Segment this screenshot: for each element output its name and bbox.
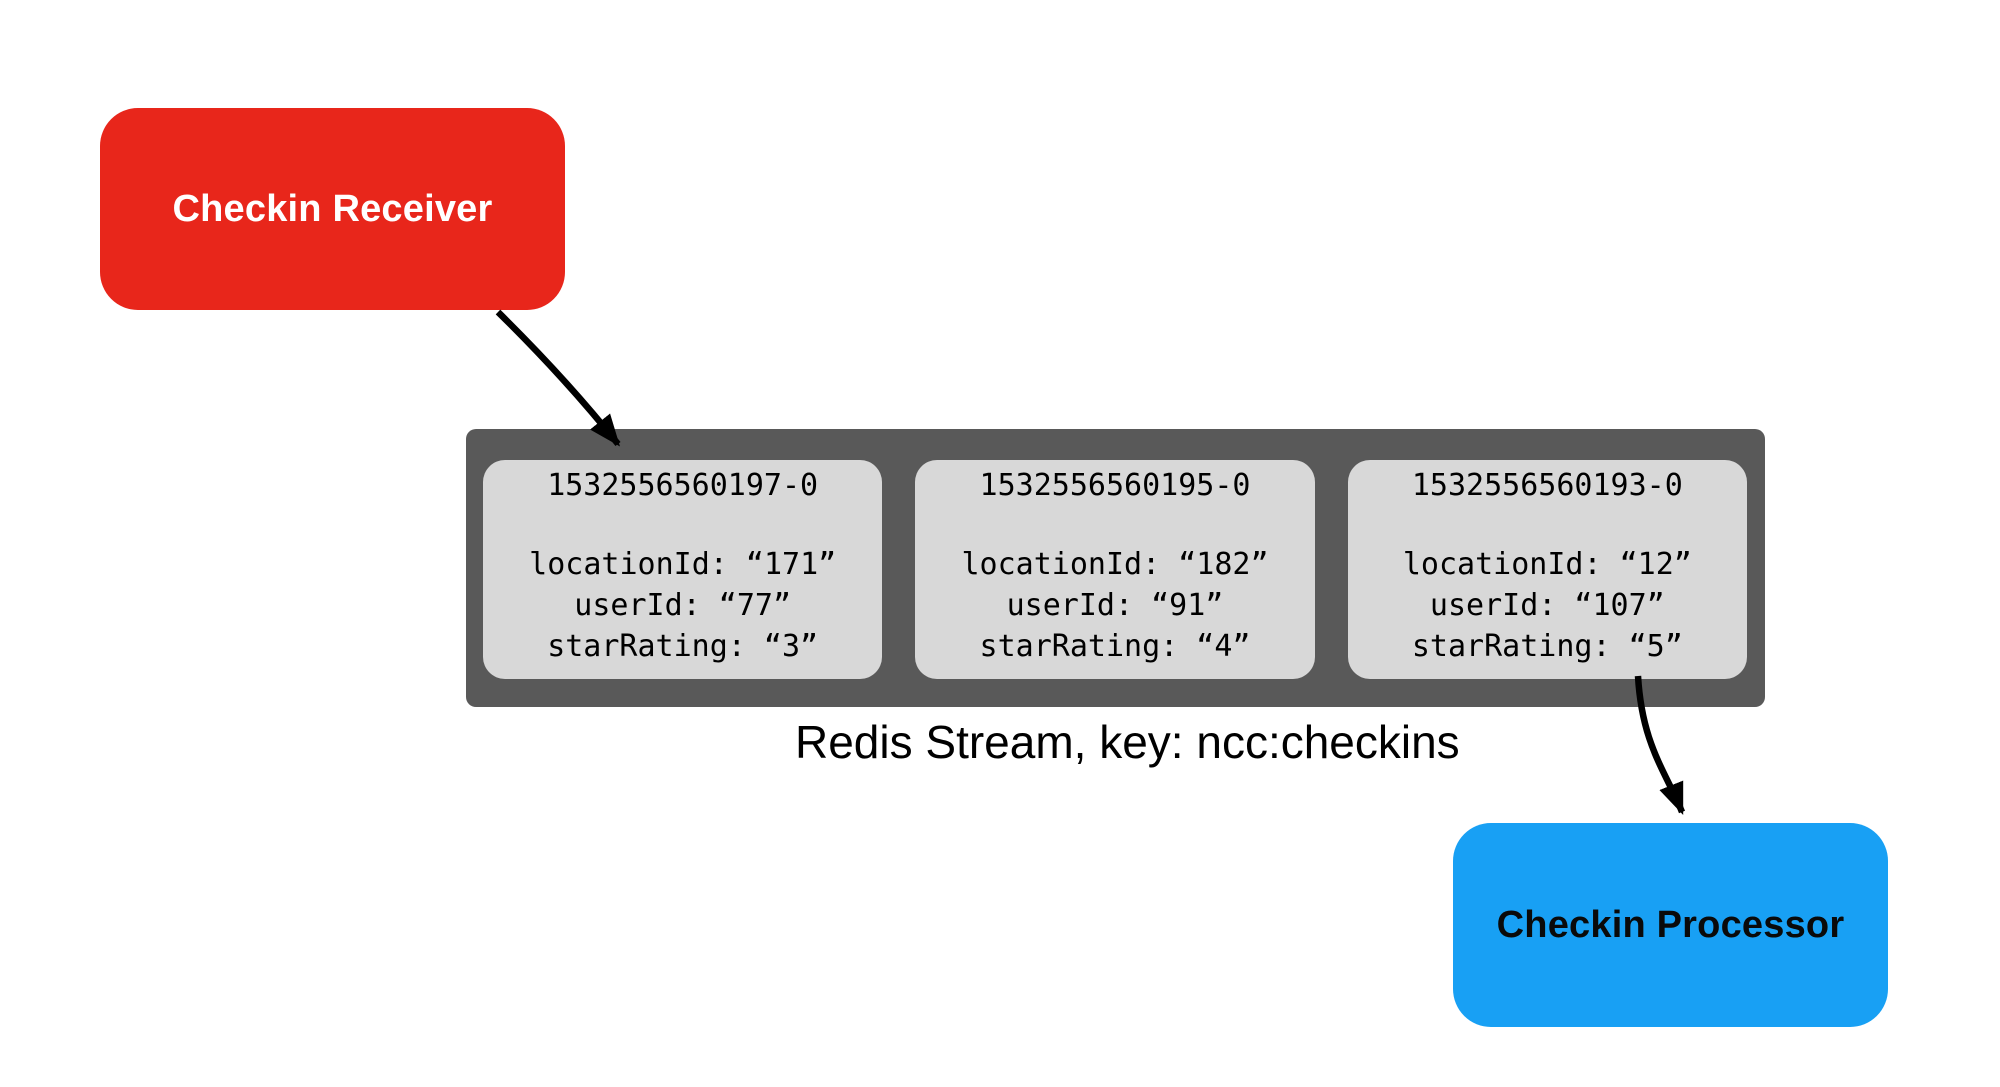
- stream-entry-field: userId: “91”: [1006, 588, 1224, 623]
- node-checkin-processor: Checkin Processor: [1453, 823, 1888, 1027]
- stream-entry-id: 1532556560195-0: [979, 468, 1251, 503]
- stream-entry-field: starRating: “4”: [979, 629, 1251, 664]
- node-checkin-processor-label: Checkin Processor: [1496, 903, 1845, 946]
- stream-entry-fields: locationId: “12” userId: “107” starRatin…: [1348, 544, 1747, 667]
- stream-entry-field: locationId: “171”: [529, 547, 837, 582]
- stream-entry: 1532556560197-0 locationId: “171” userId…: [483, 460, 883, 679]
- stream-entry: 1532556560195-0 locationId: “182” userId…: [915, 460, 1315, 679]
- node-checkin-receiver: Checkin Receiver: [100, 108, 565, 310]
- stream-entry-fields: locationId: “171” userId: “77” starRatin…: [483, 544, 882, 667]
- stream-container: 1532556560197-0 locationId: “171” userId…: [466, 429, 1765, 707]
- connector-arrow-receiver-to-stream: [495, 309, 621, 447]
- node-checkin-receiver-label: Checkin Receiver: [172, 187, 493, 230]
- stream-entry-field: locationId: “12”: [1402, 547, 1692, 582]
- stream-entry-field: userId: “77”: [574, 588, 792, 623]
- stream-entry: 1532556560193-0 locationId: “12” userId:…: [1347, 460, 1747, 679]
- stream-entry-field: locationId: “182”: [961, 547, 1269, 582]
- stream-entry-id: 1532556560197-0: [547, 468, 819, 503]
- stream-entry-field: userId: “107”: [1429, 588, 1665, 623]
- stream-entry-field: starRating: “3”: [547, 629, 819, 664]
- stream-caption: Redis Stream, key: ncc:checkins: [795, 716, 1460, 768]
- stream-entry-id: 1532556560193-0: [1411, 468, 1683, 503]
- stream-entry-fields: locationId: “182” userId: “91” starRatin…: [915, 544, 1314, 667]
- stream-entry-field: starRating: “5”: [1411, 629, 1683, 664]
